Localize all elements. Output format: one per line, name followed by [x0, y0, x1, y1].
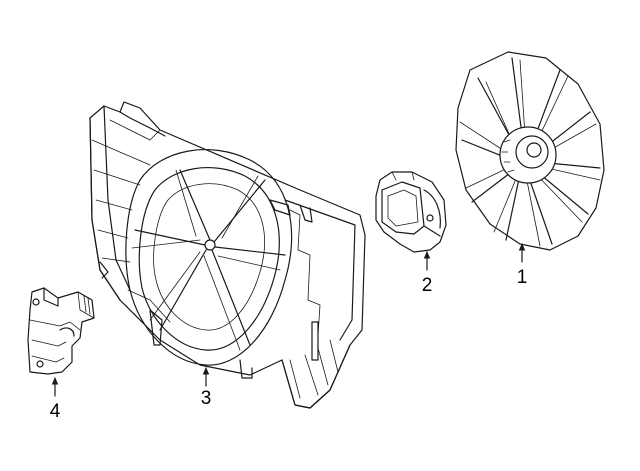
fan-blade-part — [455, 51, 605, 251]
callout-label-1: 1 — [517, 267, 528, 288]
fan-shroud-part — [89, 101, 366, 409]
side-bracket-part — [27, 287, 95, 375]
fan-motor-part — [375, 171, 447, 253]
callout-label-4: 4 — [50, 401, 61, 422]
callout-label-3: 3 — [201, 388, 212, 409]
callout-label-2: 2 — [422, 275, 433, 296]
